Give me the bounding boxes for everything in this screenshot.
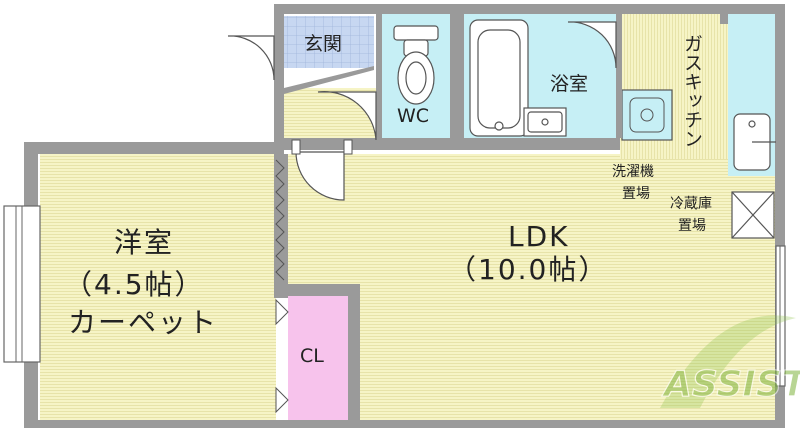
watermark-brand-text: ASSIST bbox=[661, 364, 800, 405]
bathtub-icon bbox=[469, 19, 529, 137]
entrance-label: 玄関 bbox=[304, 33, 342, 55]
walls bbox=[24, 4, 785, 428]
entrance-floor bbox=[284, 16, 374, 68]
bathroom-door bbox=[567, 21, 617, 69]
wc-label: WC bbox=[397, 105, 429, 127]
washer-label-line2: 置場 bbox=[622, 186, 650, 202]
entrance-door bbox=[227, 35, 275, 81]
wc-door bbox=[317, 91, 377, 141]
toilet-icon bbox=[393, 25, 439, 105]
sliding-door bbox=[275, 159, 285, 281]
ldk-label: LDK bbox=[508, 220, 570, 253]
hall-door-frame bbox=[291, 139, 353, 155]
ldk-size-label: （10.0帖） bbox=[448, 253, 608, 286]
closet-floor bbox=[288, 296, 348, 420]
assist-watermark-logo: ASSIST bbox=[660, 315, 800, 408]
closet-label: CL bbox=[300, 345, 324, 367]
washer-icon bbox=[629, 97, 665, 133]
fridge-space-icon bbox=[731, 191, 775, 239]
right-window bbox=[775, 245, 786, 387]
left-window bbox=[3, 205, 41, 363]
washer-label-line1: 洗濯機 bbox=[612, 164, 654, 180]
ldk-floor bbox=[288, 154, 776, 420]
door-swings bbox=[227, 21, 617, 201]
fridge-label-line2: 置場 bbox=[678, 218, 706, 234]
western-room-label: 洋室 bbox=[114, 226, 174, 259]
entrance-step bbox=[284, 66, 374, 94]
hall-door bbox=[295, 151, 345, 201]
western-room-floor-label: カーペット bbox=[68, 306, 218, 339]
western-room-size-label: （4.5帖） bbox=[64, 268, 205, 301]
bathroom-label: 浴室 bbox=[550, 73, 588, 95]
kitchen-sink-icon bbox=[733, 113, 776, 171]
fridge-label-line1: 冷蔵庫 bbox=[670, 195, 712, 212]
western-room-floor bbox=[40, 154, 276, 420]
sink-icon bbox=[523, 107, 567, 137]
closet-doors bbox=[275, 298, 289, 414]
kitchen-label: ガスキッチン bbox=[681, 34, 703, 148]
